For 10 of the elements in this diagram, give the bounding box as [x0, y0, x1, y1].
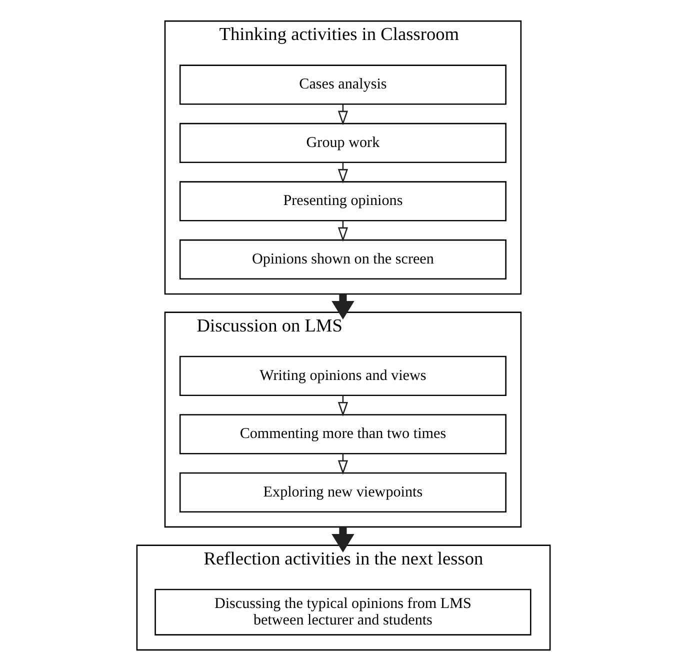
node-box: Writing opinions and views: [179, 356, 506, 396]
node-box: Cases analysis: [179, 64, 506, 105]
node-box: Exploring new viewpoints: [179, 472, 506, 512]
node-box: Opinions shown on the screen: [179, 239, 506, 280]
arrow: [332, 526, 354, 553]
node-box: Commenting more than two times: [179, 414, 506, 454]
node-box: Discussing the typical opinions from LMS between lecturer and students: [154, 588, 532, 636]
node-box: Presenting opinions: [179, 181, 506, 222]
arrow: [332, 294, 354, 320]
node-box: Group work: [179, 122, 506, 164]
